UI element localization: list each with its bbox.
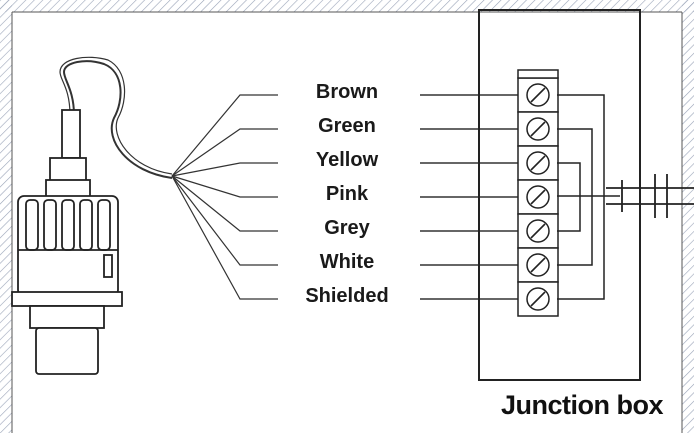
wire-label-yellow: Yellow [315, 149, 379, 171]
terminal-strip [517, 69, 559, 317]
terminal-screw-icon [517, 179, 559, 215]
fan-out-wires [171, 94, 520, 300]
terminal-screw-icon [517, 77, 559, 113]
terminal-screw-icon [517, 213, 559, 249]
internal-jumpers [557, 94, 620, 300]
wire-label-white: White [319, 251, 375, 273]
terminal-screw-icon [517, 247, 559, 283]
terminal-screw-icon [517, 111, 559, 147]
wire-label-green: Green [318, 115, 376, 137]
wire-label-pink: Pink [325, 183, 369, 205]
fan-wire-shielded [171, 175, 278, 300]
fan-wire-brown [171, 94, 278, 177]
wire-label-grey: Grey [324, 217, 370, 239]
terminal-strip-cap [517, 69, 559, 79]
fan-wire-white [171, 175, 278, 266]
fan-wire-green [171, 128, 278, 177]
ultrasonic-sensor-icon [11, 56, 173, 375]
terminal-screw-icon [517, 281, 559, 317]
junction-box [478, 9, 641, 381]
outgoing-cable [606, 174, 694, 218]
terminal-screw-icon [517, 145, 559, 181]
fan-wire-yellow [171, 162, 278, 177]
fan-wire-pink [171, 175, 278, 198]
wire-label-shielded: Shielded [305, 285, 389, 307]
wire-label-brown: Brown [315, 81, 379, 103]
junction-box-caption: Junction box [501, 390, 664, 420]
fan-wire-grey [171, 175, 278, 232]
